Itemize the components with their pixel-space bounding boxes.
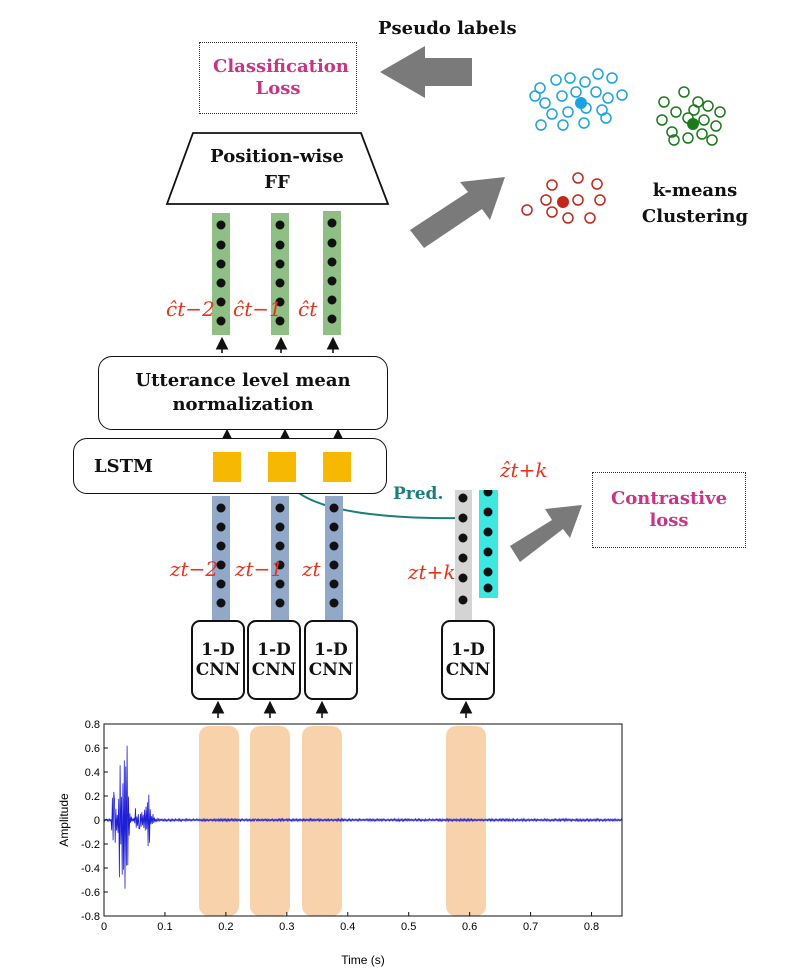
y-tick-label: -0.2 <box>81 839 100 851</box>
cnn-label: 1-D CNN <box>308 640 354 680</box>
c-hat-column <box>271 213 289 335</box>
y-axis-ticks: 0.8 0.6 0.4 0.2 0 -0.2 -0.4 -0.6 -0.8 <box>81 719 108 923</box>
frame-window <box>302 726 342 916</box>
z-column <box>212 496 230 620</box>
pseudo-labels-title: Pseudo labels <box>378 18 517 39</box>
c-hat-vectors <box>212 211 341 335</box>
contrastive-loss-box: Contrastive loss <box>592 472 746 548</box>
z-column <box>325 496 343 620</box>
cluster-blue <box>529 68 628 131</box>
waveform-trace <box>103 745 623 889</box>
y-tick-label: -0.4 <box>81 863 100 875</box>
frame-window <box>250 726 290 916</box>
x-axis-label: Time (s) <box>341 953 385 967</box>
z-label: zt−2 <box>170 557 219 581</box>
waveform-plot: 0.8 0.6 0.4 0.2 0 -0.2 -0.4 -0.6 -0.8 0 0.1 0.2 0.3… <box>57 719 623 967</box>
cluster-arrow <box>410 177 505 248</box>
x-tick-label: 0.4 <box>340 921 355 933</box>
x-tick-label: 0.7 <box>523 921 538 933</box>
waveform-signal <box>103 745 623 889</box>
lstm-cell <box>213 452 241 482</box>
cnn-label: 1-D CNN <box>251 640 297 680</box>
mean-norm-box: Utterance level mean normalization <box>98 356 388 430</box>
lstm-cell <box>323 452 351 482</box>
prediction-arrow <box>294 489 472 527</box>
cnn-block: 1-D CNN <box>304 620 358 700</box>
x-tick-label: 0.5 <box>401 921 416 933</box>
z-vectors <box>212 490 498 620</box>
x-tick-label: 0 <box>101 921 107 933</box>
x-tick-label: 0.6 <box>462 921 477 933</box>
lstm-cell <box>268 452 296 482</box>
cluster-green <box>656 86 726 146</box>
y-tick-label: 0.2 <box>85 791 100 803</box>
cluster-red <box>521 172 606 224</box>
centroid-green <box>687 118 699 130</box>
frame-window <box>446 726 486 916</box>
y-tick-label: 0.6 <box>85 743 100 755</box>
pred-label: Pred. <box>393 484 444 504</box>
c-hat-label: ĉt−2 <box>166 297 215 321</box>
position-ff-block <box>165 132 390 205</box>
c-hat-column <box>212 213 230 335</box>
pseudo-label-arrow <box>380 46 472 98</box>
z-label: zt−1 <box>235 557 284 581</box>
z-label: zt+k <box>408 560 456 584</box>
y-tick-label: 0 <box>94 815 100 827</box>
z-column-target <box>455 490 472 620</box>
x-axis-ticks: 0 0.1 0.2 0.3 0.4 0.5 0.6 0.7 0.8 <box>101 912 599 933</box>
position-ff-label: Position-wise FF <box>210 146 344 193</box>
cnn-block: 1-D CNN <box>191 620 245 700</box>
x-tick-label: 0.2 <box>218 921 233 933</box>
y-axis-label: Amplitude <box>57 793 71 847</box>
z-label: zt <box>302 557 321 581</box>
centroid-blue <box>575 97 587 109</box>
frame-window <box>199 726 239 916</box>
cnn-block: 1-D CNN <box>247 620 301 700</box>
lstm-label: LSTM <box>94 456 153 477</box>
c-hat-label: ĉt−1 <box>233 297 282 321</box>
centroid-red <box>557 196 569 208</box>
classification-loss-label: Classification Loss <box>213 56 349 99</box>
mean-norm-label: Utterance level mean normalization <box>135 370 351 415</box>
z-column <box>271 496 289 620</box>
kmeans-label: k-means Clustering <box>641 180 749 227</box>
cnn-label: 1-D CNN <box>445 640 491 680</box>
cnn-block: 1-D CNN <box>441 620 495 700</box>
contrastive-loss-label: Contrastive loss <box>610 488 728 531</box>
cnn-label: 1-D CNN <box>195 640 241 680</box>
x-tick-label: 0.8 <box>584 921 599 933</box>
z-hat-label: ẑt+k <box>500 458 548 482</box>
y-tick-label: 0.8 <box>85 719 100 731</box>
z-hat-column <box>479 490 498 598</box>
y-tick-label: -0.8 <box>81 911 100 923</box>
y-tick-label: 0.4 <box>85 767 100 779</box>
contrastive-arrow <box>510 505 582 562</box>
c-hat-label: ĉt <box>298 297 318 321</box>
x-tick-label: 0.1 <box>157 921 172 933</box>
c-hat-column <box>323 211 341 335</box>
x-tick-label: 0.3 <box>279 921 294 933</box>
classification-loss-box: Classification Loss <box>199 42 357 114</box>
y-tick-label: -0.6 <box>81 887 100 899</box>
